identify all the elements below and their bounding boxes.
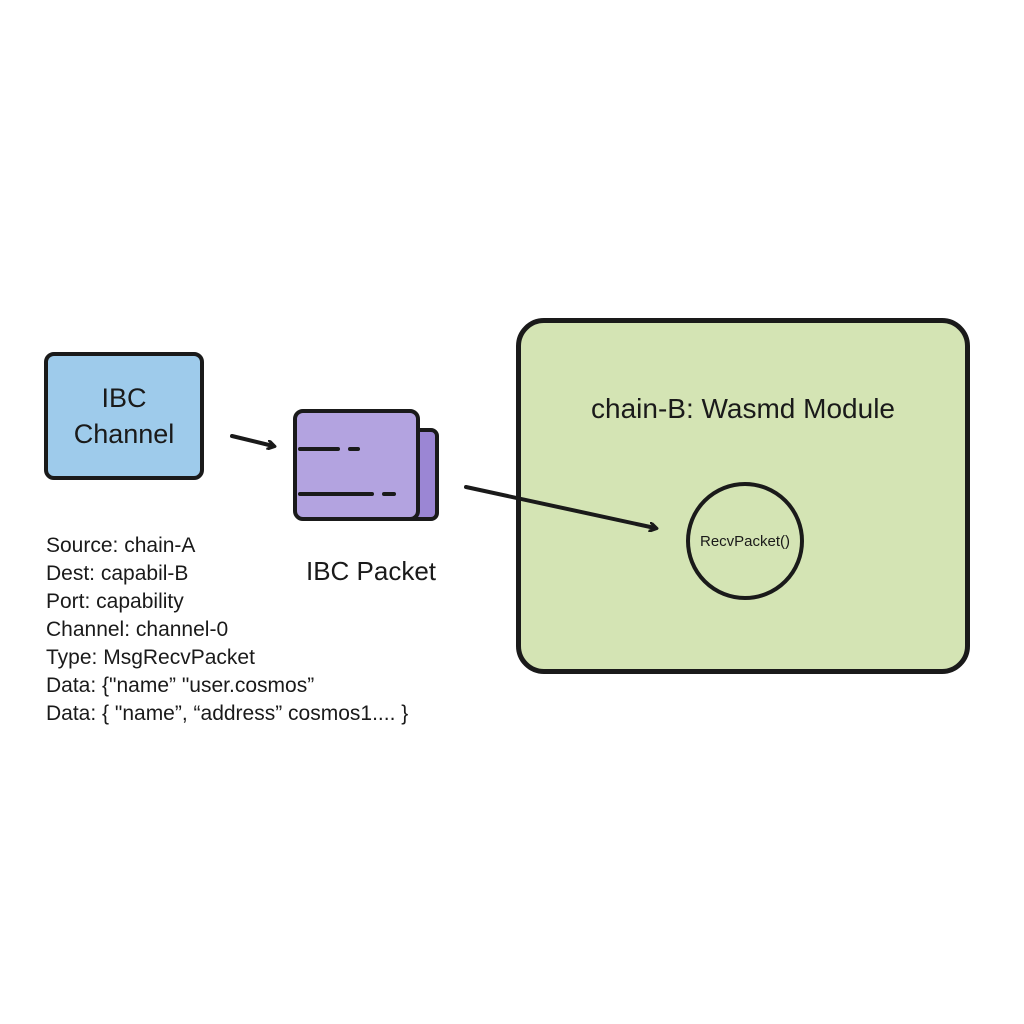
module-title: chain-B: Wasmd Module (591, 393, 895, 424)
detail-channel: Channel: channel-0 (46, 618, 229, 641)
ibc-packet-label: IBC Packet (305, 556, 437, 586)
packet-details: Source: chain-A Dest: capabil-B Port: ca… (46, 532, 408, 728)
packet-stack-icon (293, 409, 439, 521)
detail-data-2: Data: { "name”, “address” cosmos1.... } (46, 702, 409, 725)
wasmd-module-box: chain-B: Wasmd Module RecvPacket() (516, 318, 970, 674)
arrow-channel-to-packet (230, 434, 273, 446)
detail-port: Port: capability (46, 590, 184, 613)
recv-packet-handler: RecvPacket() (686, 482, 804, 600)
recv-packet-label: RecvPacket() (699, 532, 791, 550)
detail-type: Type: MsgRecvPacket (46, 646, 255, 669)
ibc-channel-label-line1: IBC (101, 383, 147, 413)
detail-dest: Dest: capabil-B (46, 562, 189, 585)
detail-data-1: Data: {"name” "user.cosmos” (46, 674, 315, 697)
ibc-channel-box: IBC Channel (44, 352, 204, 480)
detail-source: Source: chain-A (46, 534, 196, 557)
arrow-packet-to-handler (464, 485, 655, 528)
ibc-channel-label-line2: Channel (73, 419, 175, 449)
packet-front-card (293, 409, 420, 521)
